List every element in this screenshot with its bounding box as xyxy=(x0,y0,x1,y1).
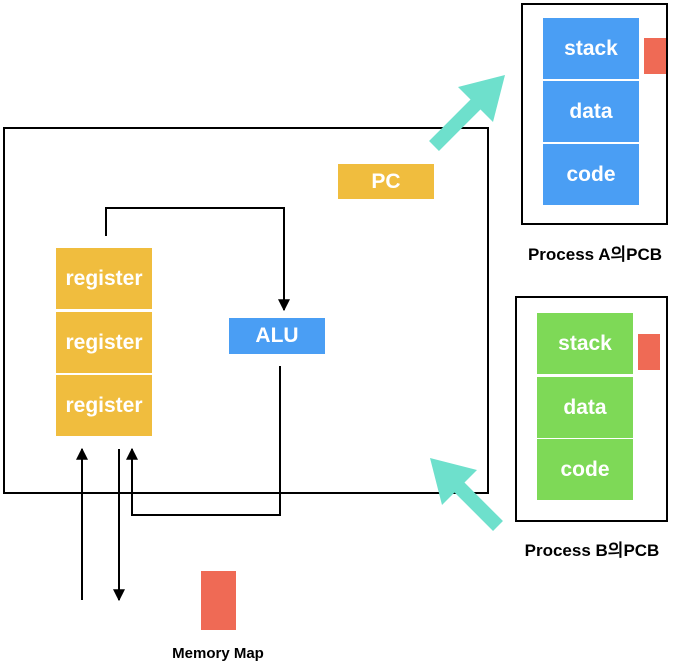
pcb-b-caption: Process B의PCB xyxy=(524,541,660,560)
save-to-pcb-a-arrow xyxy=(429,75,505,151)
pcb-b-frame xyxy=(515,296,668,522)
memory-map-block xyxy=(201,571,236,630)
pcb-a-data-segment: data xyxy=(543,81,639,142)
register-label-2: register xyxy=(65,330,143,354)
register-box-2: register xyxy=(56,312,152,373)
register-label-3: register xyxy=(65,393,143,417)
pcb-a-stack-pointer-marker xyxy=(644,38,666,74)
pcb-a-caption: Process A의PCB xyxy=(527,245,663,264)
pcb-a-frame xyxy=(521,3,668,225)
program-counter-label: PC xyxy=(371,169,401,193)
pcb-a-code-segment: code xyxy=(543,144,639,205)
pcb-b-code-label: code xyxy=(560,457,610,481)
register-to-alu-line xyxy=(105,207,290,312)
pcb-a-data-label: data xyxy=(569,99,613,123)
pcb-b-stack-segment: stack xyxy=(537,313,633,374)
alu-box: ALU xyxy=(229,318,325,354)
cpu-frame xyxy=(3,127,489,494)
register-box-3: register xyxy=(56,375,152,436)
program-counter-box: PC xyxy=(338,164,434,199)
register-box-1: register xyxy=(56,248,152,309)
pcb-b-data-segment: data xyxy=(537,377,633,438)
pcb-a-stack-segment: stack xyxy=(543,18,639,79)
pcb-b-code-segment: code xyxy=(537,439,633,500)
pcb-b-stack-label: stack xyxy=(558,331,612,355)
alu-to-register-line xyxy=(126,366,281,516)
pcb-a-stack-label: stack xyxy=(564,36,618,60)
register-label-1: register xyxy=(65,266,143,290)
pcb-b-stack-pointer-marker xyxy=(638,334,660,370)
pcb-b-data-label: data xyxy=(563,395,607,419)
pcb-a-code-label: code xyxy=(566,162,616,186)
load-from-pcb-b-arrow xyxy=(430,458,503,531)
alu-label: ALU xyxy=(255,324,299,347)
memory-map-caption: Memory Map xyxy=(172,645,264,662)
